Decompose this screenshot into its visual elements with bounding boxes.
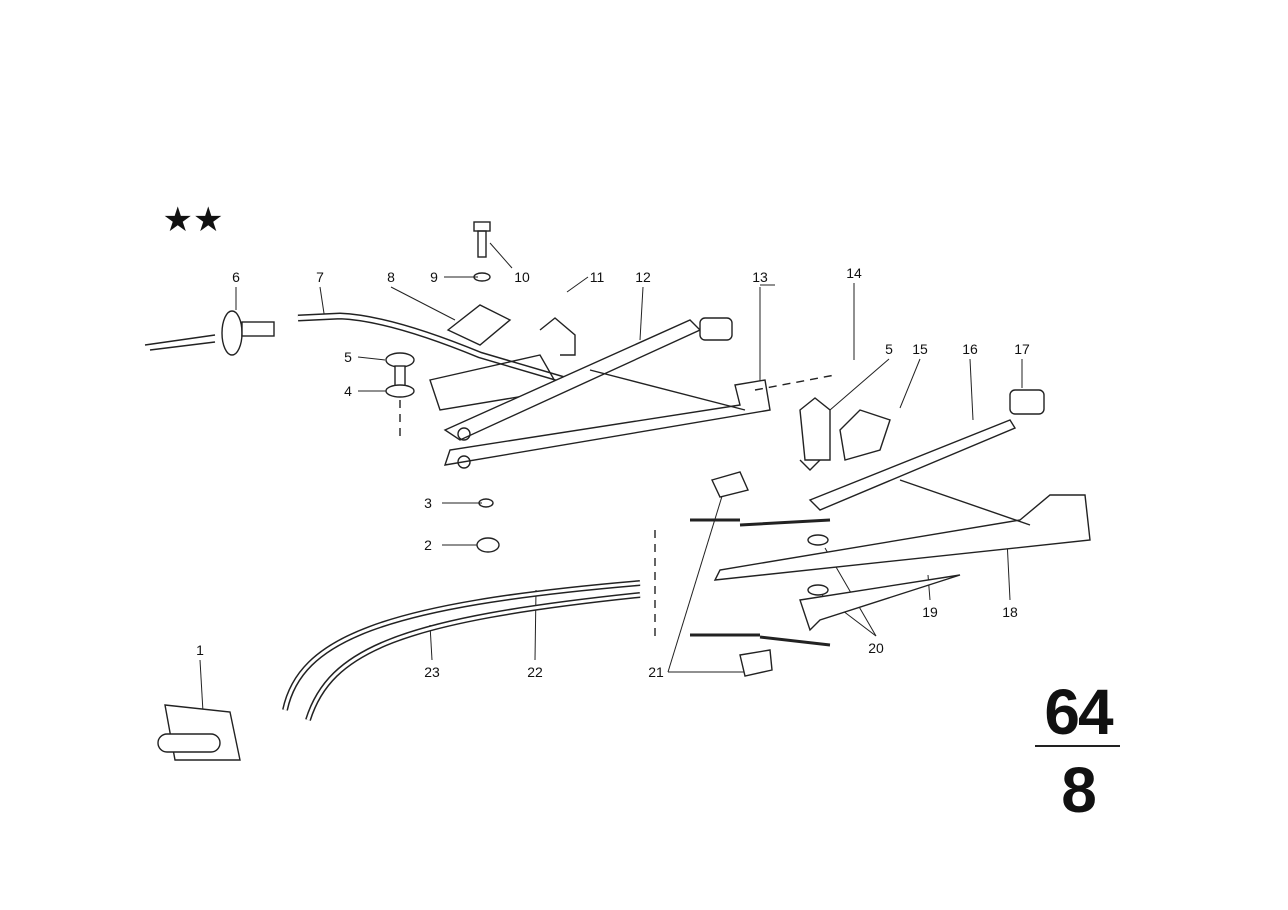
lower-lever-assembly bbox=[399, 374, 1091, 677]
callout-17: 17 bbox=[1014, 341, 1030, 357]
callout-1: 1 bbox=[196, 642, 204, 658]
callout-2: 2 bbox=[424, 537, 432, 553]
callout-13: 13 bbox=[752, 269, 768, 285]
callout-18: 18 bbox=[1002, 604, 1018, 620]
callout-11: 11 bbox=[589, 269, 605, 285]
callout-20: 20 bbox=[868, 640, 884, 656]
callout-12: 12 bbox=[635, 269, 651, 285]
callout-3: 3 bbox=[424, 495, 432, 511]
callout-23: 23 bbox=[424, 664, 440, 680]
callout-14: 14 bbox=[846, 265, 862, 281]
callout-19: 19 bbox=[922, 604, 938, 620]
grommet-part bbox=[144, 310, 275, 356]
callout-9: 9 bbox=[430, 269, 438, 285]
callout-21: 21 bbox=[648, 664, 664, 680]
small-fasteners bbox=[385, 221, 512, 553]
variant-marker-stars: ★★ bbox=[162, 201, 224, 239]
callout-7: 7 bbox=[316, 269, 324, 285]
upper-lever-assembly bbox=[429, 317, 771, 469]
callout-4: 4 bbox=[344, 383, 352, 399]
callout-5b: 5 bbox=[885, 341, 893, 357]
callout-8: 8 bbox=[387, 269, 395, 285]
callout-22: 22 bbox=[527, 664, 543, 680]
group-number: 64 bbox=[1044, 676, 1113, 748]
subgroup-number: 8 bbox=[1061, 754, 1097, 826]
callout-6: 6 bbox=[232, 269, 240, 285]
callout-15: 15 bbox=[912, 341, 928, 357]
callout-5: 5 bbox=[344, 349, 352, 365]
cable-part bbox=[297, 312, 566, 384]
callout-16: 16 bbox=[962, 341, 978, 357]
callout-10: 10 bbox=[514, 269, 530, 285]
connector-part bbox=[157, 704, 241, 761]
long-cables bbox=[282, 580, 641, 721]
